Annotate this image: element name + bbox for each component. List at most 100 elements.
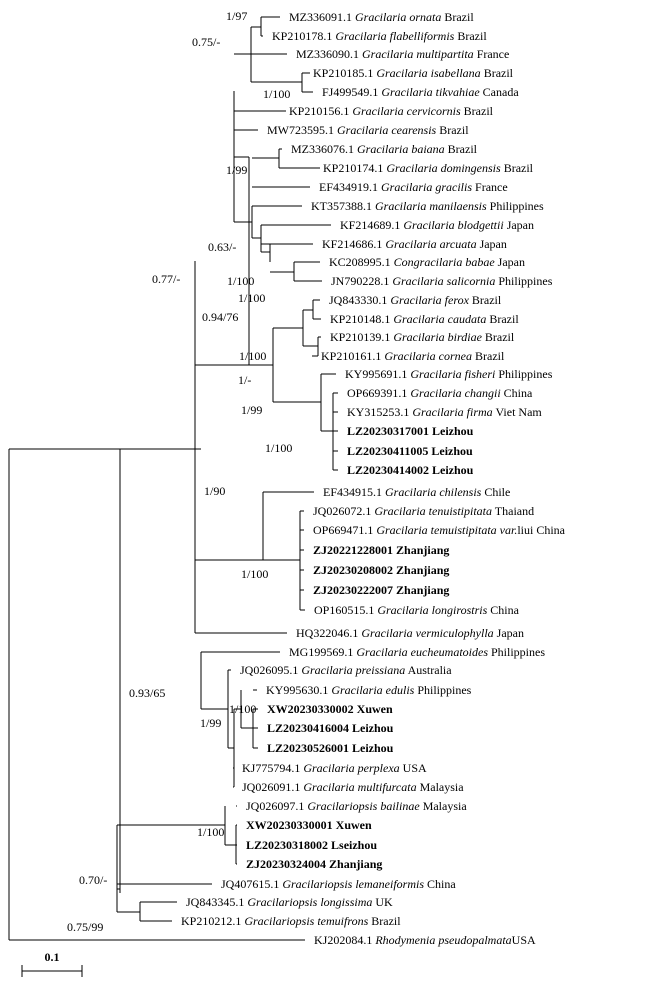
taxon-species: Gracilaria eucheumatoides (356, 645, 488, 659)
support-value: 1/90 (204, 484, 225, 498)
taxon-location: Brazil (481, 66, 514, 80)
support-value: 1/99 (200, 716, 221, 730)
taxon-location: Brazil (368, 914, 401, 928)
taxon-label: EF434915.1 Gracilaria chilensis Chile (323, 485, 510, 499)
taxon-label: KP210148.1 Gracilaria caudata Brazil (330, 312, 519, 326)
taxon-label: MG199569.1 Gracilaria eucheumatoides Phi… (289, 645, 545, 659)
taxon-accession: JQ026097.1 (246, 799, 307, 813)
taxon-label: JQ843330.1 Gracilaria ferox Brazil (329, 293, 502, 307)
taxon-accession: KP210174.1 (323, 161, 386, 175)
taxon-species: Gracilaria multifurcata (303, 780, 416, 794)
taxon-accession: KP210212.1 (181, 914, 244, 928)
taxon-label: KP210174.1 Gracilaria domingensis Brazil (323, 161, 534, 175)
taxon-species: Gracilaria edulis (331, 683, 414, 697)
taxon-label: LZ20230317001 Leizhou (347, 424, 474, 438)
taxon-species: Gracilaria cervicornis (352, 104, 461, 118)
taxon-species: Gracilariopsis bailinae (307, 799, 420, 813)
taxon-label: FJ499549.1 Gracilaria tikvahiae Canada (322, 85, 519, 99)
taxon-label: MW723595.1 Gracilaria cearensis Brazil (267, 123, 469, 137)
taxon-location: Zhanjiang (396, 543, 449, 557)
taxon-location: Brazil (501, 161, 534, 175)
taxon-accession: KJ202084.1 (314, 933, 375, 947)
taxon-label: KP210161.1 Gracilaria cornea Brazil (321, 349, 505, 363)
taxon-accession: LZ20230414002 (347, 463, 432, 477)
taxon-location: Lseizhou (331, 838, 377, 852)
taxon-label: LZ20230526001 Leizhou (267, 741, 394, 755)
taxon-location: Japan (495, 255, 525, 269)
taxon-location: USA (400, 761, 427, 775)
taxon-location: Xuwen (357, 702, 393, 716)
taxon-location: Leizhou (432, 463, 474, 477)
taxon-location: USA (512, 933, 536, 947)
taxon-accession: KC208995.1 (329, 255, 394, 269)
taxon-species: Gracilaria isabellana (376, 66, 480, 80)
taxon-accession: KP210178.1 (272, 29, 335, 43)
taxon-location: Philippines (495, 367, 552, 381)
taxon-label: KP210178.1 Gracilaria flabelliformis Bra… (272, 29, 487, 43)
taxon-location: France (474, 47, 510, 61)
taxon-species: Gracilaria gracilis (381, 180, 472, 194)
taxon-location: Philippines (488, 645, 545, 659)
taxon-species: Gracilaria birdiae (393, 330, 482, 344)
support-values: 1/970.75/-1/1001/990.63/-1/1000.77/-0.94… (67, 9, 292, 934)
taxon-accession: KP210148.1 (330, 312, 393, 326)
taxon-accession: KY995691.1 (345, 367, 410, 381)
taxon-species: Gracilaria arcuata (385, 237, 476, 251)
support-value: 1/100 (238, 291, 265, 305)
taxon-label: KP210156.1 Gracilaria cervicornis Brazil (289, 104, 494, 118)
taxon-location: Brazil (482, 330, 515, 344)
taxon-label: JQ026072.1 Gracilaria tenuistipitata Tha… (313, 504, 534, 518)
support-value: 1/99 (226, 163, 247, 177)
taxon-accession: MZ336076.1 (291, 142, 357, 156)
taxon-location: Zhanjiang (396, 583, 449, 597)
taxon-accession: XW20230330001 (246, 818, 336, 832)
taxon-species: Gracilaria perplexa (303, 761, 399, 775)
taxon-label: MZ336090.1 Gracilaria multipartita Franc… (296, 47, 509, 61)
taxon-label: JQ843345.1 Gracilariopsis longissima UK (186, 895, 393, 909)
taxon-label: ZJ20230222007 Zhanjiang (313, 583, 449, 597)
taxon-species: Gracilaria temuistipitata var. (376, 523, 517, 537)
taxon-accession: OP669471.1 (313, 523, 376, 537)
taxon-species: Gracilaria salicornia (392, 274, 495, 288)
taxon-accession: LZ20230411005 (347, 444, 431, 458)
taxon-accession: LZ20230317001 (347, 424, 432, 438)
taxon-label: JQ407615.1 Gracilariopsis lemaneiformis … (221, 877, 456, 891)
taxon-label: EF434919.1 Gracilaria gracilis France (319, 180, 508, 194)
taxon-label: XW20230330001 Xuwen (246, 818, 372, 832)
taxon-location: Leizhou (352, 721, 394, 735)
taxon-label: KP210139.1 Gracilaria birdiae Brazil (330, 330, 515, 344)
taxon-label: ZJ20230208002 Zhanjiang (313, 563, 449, 577)
taxon-location: Philippines (495, 274, 552, 288)
taxon-accession: EF434915.1 (323, 485, 385, 499)
support-value: 1/100 (265, 441, 292, 455)
taxon-location: Brazil (454, 29, 487, 43)
taxon-location: UK (372, 895, 393, 909)
taxon-accession: JQ407615.1 (221, 877, 282, 891)
taxon-label: MZ336091.1 Gracilaria ornata Brazil (289, 10, 474, 24)
support-value: 1/97 (226, 9, 247, 23)
taxon-accession: KY995630.1 (266, 683, 331, 697)
taxon-accession: LZ20230318002 (246, 838, 331, 852)
taxon-label: KJ775794.1 Gracilaria perplexa USA (242, 761, 427, 775)
taxon-label: JQ026091.1 Gracilaria multifurcata Malay… (242, 780, 464, 794)
taxon-location: Brazil (469, 293, 502, 307)
taxon-label: OP669471.1 Gracilaria temuistipitata var… (313, 523, 566, 537)
taxon-label: KJ202084.1 Rhodymenia pseudopalmataUSA (314, 933, 536, 947)
taxon-accession: ZJ20221228001 (313, 543, 396, 557)
taxon-location: Brazil (441, 10, 474, 24)
taxon-label: JN790228.1 Gracilaria salicornia Philipp… (331, 274, 553, 288)
taxon-label: MZ336076.1 Gracilaria baiana Brazil (291, 142, 478, 156)
taxon-species: Gracilaria cornea (384, 349, 472, 363)
taxon-label: LZ20230416004 Leizhou (267, 721, 394, 735)
taxon-species: Gracilaria tikvahiae (381, 85, 480, 99)
taxon-location: China (487, 603, 519, 617)
taxon-species: Rhodymenia pseudopalmata (374, 933, 511, 947)
support-value: 1/- (238, 373, 251, 387)
taxon-label: JQ026097.1 Gracilariopsis bailinae Malay… (246, 799, 467, 813)
support-value: 0.75/99 (67, 920, 103, 934)
taxon-location: France (472, 180, 508, 194)
taxon-location: Philippines (414, 683, 471, 697)
taxon-accession: FJ499549.1 (322, 85, 381, 99)
taxon-location: Brazil (472, 349, 505, 363)
taxon-species: Gracilaria ferox (390, 293, 469, 307)
